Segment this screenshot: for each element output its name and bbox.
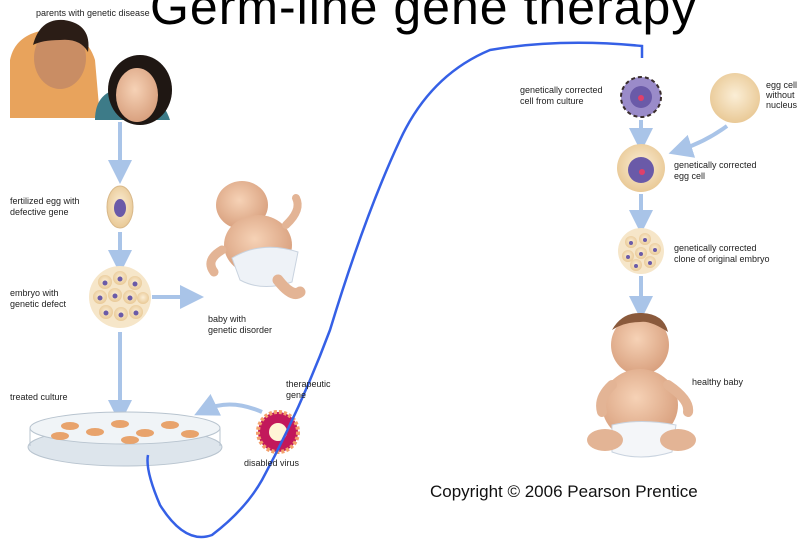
label-fertilized-egg-line1: fertilized egg with — [10, 196, 80, 207]
label-baby-disorder-line1: baby with — [208, 314, 246, 325]
healthy-baby-image — [587, 313, 696, 457]
copyright-notice: Copyright © 2006 Pearson Prentice — [430, 482, 698, 502]
label-parents: parents with genetic disease — [36, 8, 150, 19]
label-egg-no-nucleus-line3: nucleus — [766, 100, 797, 111]
label-fertilized-egg-line2: defective gene — [10, 207, 69, 218]
label-clone-line2: clone of original embryo — [674, 254, 770, 265]
label-corrected-cell-line1: genetically corrected — [520, 85, 603, 96]
label-embryo-line2: genetic defect — [10, 299, 66, 310]
baby-with-disorder-image — [211, 181, 300, 294]
annotation-curve — [148, 43, 643, 537]
label-corrected-egg-line2: egg cell — [674, 171, 705, 182]
corrected-cell-from-culture — [621, 77, 661, 117]
corrected-clone-embryo — [618, 228, 664, 274]
label-baby-disorder-line2: genetic disorder — [208, 325, 272, 336]
label-healthy-baby: healthy baby — [692, 377, 743, 388]
embryo-cluster — [89, 266, 151, 328]
label-therapeutic-line2: gene — [286, 390, 306, 401]
fertilized-egg — [107, 186, 133, 228]
label-embryo-line1: embryo with — [10, 288, 59, 299]
label-therapeutic-line1: therapeutic — [286, 379, 331, 390]
arrow-virus-to-culture — [205, 404, 262, 412]
label-clone-line1: genetically corrected — [674, 243, 757, 254]
parents-image — [10, 20, 172, 125]
arrow-egg-to-corrected-egg — [680, 126, 727, 150]
corrected-egg-cell — [617, 144, 665, 192]
petri-dish — [28, 412, 222, 466]
label-treated-culture: treated culture — [10, 392, 68, 403]
label-corrected-cell-line2: cell from culture — [520, 96, 584, 107]
label-disabled-virus: disabled virus — [244, 458, 299, 469]
label-corrected-egg-line1: genetically corrected — [674, 160, 757, 171]
egg-without-nucleus — [710, 73, 760, 123]
